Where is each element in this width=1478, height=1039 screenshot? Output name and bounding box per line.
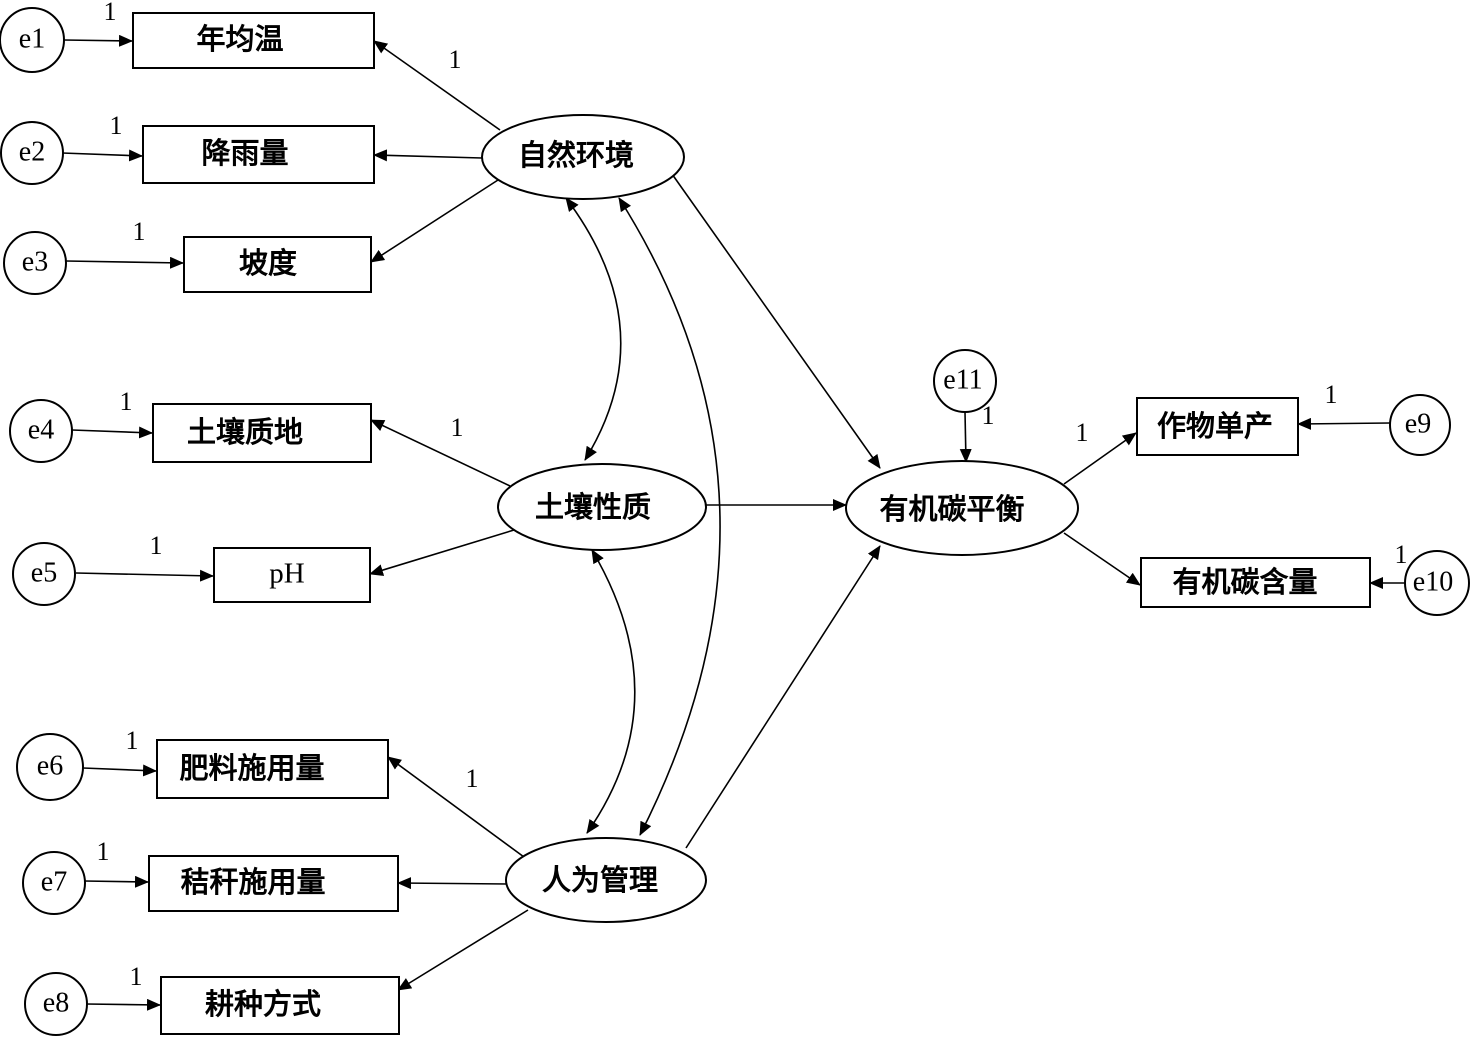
- edge-soil-texture: [370, 419, 511, 487]
- edge-human-carbon-balance: [685, 545, 881, 849]
- error-e6: e6: [16, 733, 84, 801]
- edge-e11-carbon-balance: [959, 411, 972, 463]
- weight-natural-temp: 1: [449, 45, 462, 74]
- edge-e4-texture: [71, 426, 153, 439]
- weight-e6: 1: [126, 726, 139, 755]
- indicator-carbon-content-label: 有机碳含量: [1172, 565, 1317, 599]
- edge-natural-carbon-balance: [671, 173, 881, 469]
- weight-e2: 1: [110, 111, 123, 140]
- edge-human-straw: [397, 877, 509, 890]
- weight-e5: 1: [150, 531, 163, 560]
- edge-soil-ph: [369, 529, 515, 576]
- error-e4-label: e4: [28, 414, 54, 445]
- error-e8: e8: [24, 972, 88, 1036]
- indicator-yield: 作物单产: [1136, 397, 1299, 456]
- weight-e11: 1: [982, 401, 995, 430]
- weight-e9: 1: [1325, 380, 1338, 409]
- indicator-texture-label: 土壤质地: [187, 415, 303, 449]
- cov-natural-soil: [565, 197, 622, 461]
- error-e10: e10: [1404, 550, 1470, 616]
- indicator-ph: pH: [213, 547, 371, 603]
- error-e1-label: e1: [19, 23, 45, 54]
- cov-natural-human: [618, 197, 721, 836]
- edge-e7-straw: [83, 875, 149, 888]
- indicator-straw-label: 秸秆施用量: [180, 865, 325, 899]
- weight-e10: 1: [1395, 540, 1408, 569]
- edge-carbon-balance-content: [1063, 532, 1141, 586]
- weight-e1: 1: [104, 0, 117, 26]
- indicator-slope-label: 坡度: [239, 246, 297, 280]
- edge-e9-yield: [1297, 417, 1391, 430]
- indicator-tillage-label: 耕种方式: [205, 987, 321, 1021]
- indicator-carbon-content: 有机碳含量: [1140, 557, 1371, 608]
- latent-natural-env-label: 自然环境: [518, 138, 634, 172]
- latent-carbon-balance: 有机碳平衡: [845, 460, 1079, 556]
- weight-e7: 1: [97, 837, 110, 866]
- latent-natural-env: 自然环境: [481, 114, 685, 200]
- indicator-straw: 秸秆施用量: [148, 855, 399, 912]
- edge-carbon-balance-yield: [1063, 432, 1137, 485]
- error-e9: e9: [1389, 394, 1451, 456]
- error-e11-label: e11: [943, 364, 982, 395]
- error-e4: e4: [9, 399, 73, 463]
- edge-human-tillage: [397, 909, 529, 991]
- indicator-slope: 坡度: [183, 236, 372, 293]
- weight-soil-texture: 1: [451, 413, 464, 442]
- error-e2: e2: [0, 121, 64, 185]
- error-e3: e3: [3, 231, 67, 295]
- error-e6-label: e6: [37, 750, 63, 781]
- cov-soil-human: [586, 549, 636, 834]
- latent-soil-prop: 土壤性质: [497, 463, 707, 551]
- indicator-yield-label: 作物单产: [1157, 409, 1273, 443]
- edge-e3-slope: [65, 256, 184, 269]
- indicator-rain-label: 降雨量: [201, 136, 288, 170]
- latent-human-mgmt: 人为管理: [505, 837, 707, 923]
- edge-e2-rain: [61, 149, 143, 162]
- edge-natural-slope: [370, 179, 499, 263]
- weight-e8: 1: [130, 962, 143, 991]
- indicator-fert: 肥料施用量: [156, 739, 389, 799]
- error-e5-label: e5: [31, 557, 57, 588]
- indicator-temp-label: 年均温: [196, 22, 283, 56]
- indicator-ph-label: pH: [269, 558, 305, 590]
- indicator-fert-label: 肥料施用量: [179, 751, 324, 785]
- edge-e8-tillage: [85, 998, 161, 1011]
- error-e1: e1: [0, 7, 65, 73]
- weight-carbon-yield: 1: [1076, 418, 1089, 447]
- error-e3-label: e3: [22, 246, 48, 277]
- edge-e1-temp: [63, 34, 133, 47]
- indicator-temp: 年均温: [132, 12, 375, 69]
- error-e2-label: e2: [19, 136, 45, 167]
- edge-natural-rain: [373, 149, 483, 162]
- indicator-rain: 降雨量: [142, 125, 375, 184]
- error-e8-label: e8: [43, 987, 69, 1018]
- error-e7: e7: [22, 851, 86, 915]
- latent-soil-prop-label: 土壤性质: [535, 490, 651, 524]
- weight-e3: 1: [133, 217, 146, 246]
- indicator-texture: 土壤质地: [152, 403, 372, 463]
- indicator-tillage: 耕种方式: [160, 976, 400, 1035]
- latent-carbon-balance-label: 有机碳平衡: [879, 492, 1024, 526]
- edge-e5-ph: [75, 569, 214, 582]
- edge-human-fert: [387, 756, 525, 858]
- error-e5: e5: [12, 542, 76, 606]
- error-e11: e11: [933, 349, 997, 413]
- error-e7-label: e7: [41, 866, 67, 897]
- edge-e6-fert: [82, 764, 157, 777]
- weight-human-fert: 1: [466, 764, 479, 793]
- latent-human-mgmt-label: 人为管理: [542, 863, 658, 897]
- error-e10-label: e10: [1413, 566, 1453, 597]
- edge-natural-temp: [373, 40, 501, 131]
- error-e9-label: e9: [1405, 408, 1431, 439]
- weight-e4: 1: [120, 387, 133, 416]
